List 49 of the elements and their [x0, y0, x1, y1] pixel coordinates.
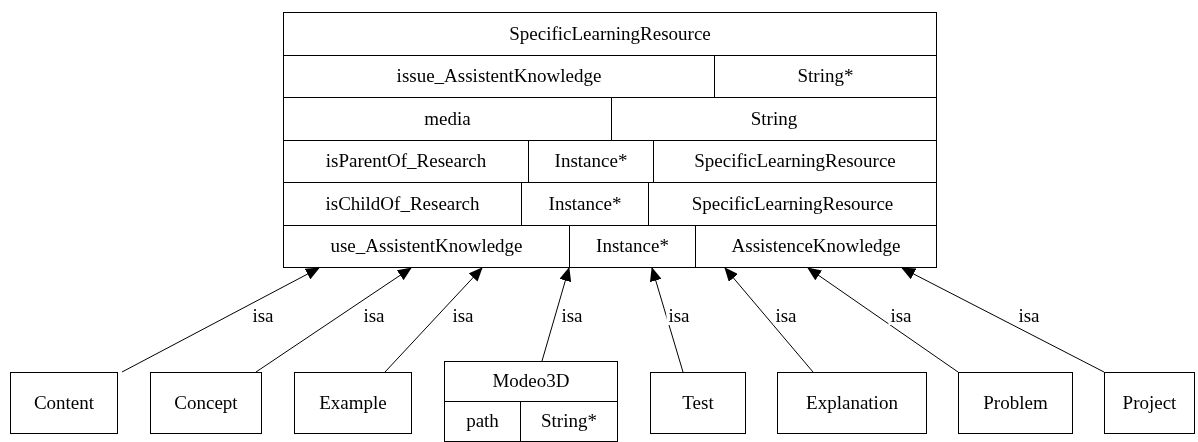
edge-label: isa	[559, 306, 585, 325]
table-cell: SpecificLearningResource	[648, 183, 936, 225]
table-cell-text: Modeo3D	[491, 369, 571, 394]
table-cell-text: Explanation	[805, 390, 899, 415]
class-box	[650, 372, 746, 434]
table-cell-text: isChildOf_Research	[324, 191, 481, 216]
table-cell-text: Example	[318, 390, 388, 415]
class-box	[150, 372, 262, 434]
table-cell-text: Project	[1121, 390, 1178, 415]
class-box	[958, 372, 1073, 434]
table-cell: Instance*	[528, 140, 653, 182]
table-cell: AssistenceKnowledge	[695, 225, 936, 267]
edge-label: isa	[250, 306, 276, 325]
class-box	[777, 372, 927, 434]
arrow	[807, 267, 959, 373]
class-box	[1104, 372, 1195, 434]
table-cell-text: issue_AssistentKnowledge	[395, 64, 603, 88]
edge-label: isa	[450, 306, 476, 325]
arrow	[255, 267, 412, 373]
table-cell: Instance*	[521, 183, 648, 225]
table-cell-text: use_AssistentKnowledge	[329, 234, 524, 258]
table-cell-text: isParentOf_Research	[324, 149, 488, 173]
arrow	[649, 267, 684, 373]
edge-label: isa	[361, 306, 387, 325]
table-cell: SpecificLearningResource	[653, 140, 936, 182]
table-cell-text: Content	[32, 390, 96, 415]
table-cell: String*	[714, 55, 936, 97]
arrow	[901, 267, 1105, 373]
table-cell: String*	[520, 402, 617, 441]
arrow	[724, 267, 814, 373]
table-cell-text: path	[465, 409, 500, 434]
table-cell-text: SpecificLearningResource	[508, 21, 712, 46]
edge-label: isa	[773, 306, 799, 325]
arrow	[541, 267, 572, 362]
table-cell-text: Problem	[982, 390, 1049, 415]
class-box	[294, 372, 412, 434]
table-cell: String	[611, 98, 936, 140]
table-cell: Instance*	[569, 225, 695, 267]
edge-label: isa	[1016, 306, 1042, 325]
table-cell-text: media	[423, 106, 472, 131]
arrow	[121, 267, 320, 373]
arrow	[384, 267, 483, 373]
class-box	[10, 372, 118, 434]
edge-label: isa	[666, 306, 692, 325]
edge-label: isa	[888, 306, 914, 325]
table-cell-text: Concept	[173, 390, 239, 415]
record-table	[283, 12, 937, 268]
record-table	[444, 361, 618, 442]
table-cell-text: Test	[681, 390, 715, 415]
